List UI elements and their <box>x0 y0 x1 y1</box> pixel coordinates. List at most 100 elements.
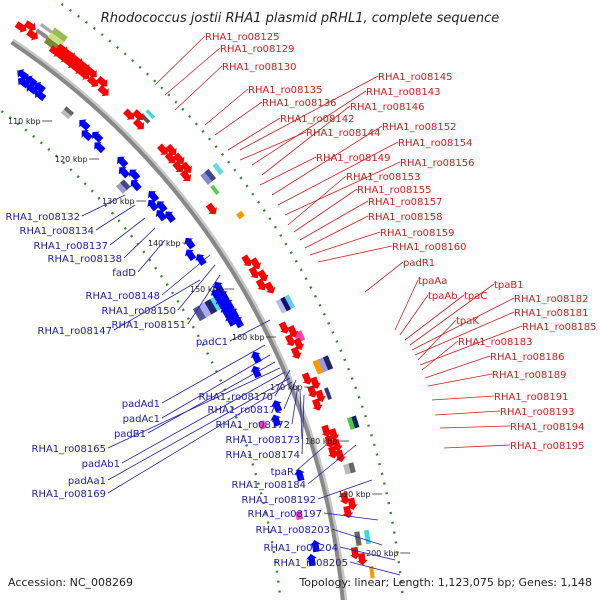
forward-gene-arrow <box>132 109 144 121</box>
leader-line <box>123 227 156 259</box>
reverse-gene-arrow <box>306 553 317 567</box>
leader-line <box>434 410 501 416</box>
gene-label: RHA1_ro08205 <box>274 558 349 569</box>
leader-line <box>81 194 126 217</box>
reverse-gene-arrow <box>92 131 104 143</box>
forward-gene-arrow <box>86 75 99 88</box>
gene-label: RHA1_ro08135 <box>248 85 323 96</box>
feature-block-segment <box>317 357 329 373</box>
feature-block-segment <box>212 162 224 176</box>
leader-line <box>121 371 286 464</box>
forward-gene-arrow <box>172 160 184 173</box>
leader-line <box>271 125 383 196</box>
forward-gene-arrow <box>287 325 299 338</box>
feature-block <box>236 210 245 220</box>
reverse-gene-arrow <box>225 314 237 327</box>
leader-line <box>137 239 166 273</box>
gene-label: RHA1_ro08182 <box>514 294 589 305</box>
forward-gene-arrow <box>63 49 76 61</box>
forward-gene-arrow <box>339 491 351 505</box>
feature-block-segment <box>116 182 127 194</box>
feature-block-segment <box>63 106 74 117</box>
leader-line <box>349 561 401 576</box>
leader-line <box>154 35 206 86</box>
forward-gene-arrow <box>328 446 339 459</box>
inner-dotted-ring <box>0 108 283 605</box>
kbp-tick-label: 110 kbp <box>8 117 41 126</box>
gene-label: RHA1_ro08172 <box>216 420 291 431</box>
leader-line <box>339 546 396 561</box>
feature-block-segment <box>295 511 304 521</box>
forward-gene-arrow <box>26 29 38 41</box>
gene-label: RHA1_ro08152 <box>382 122 457 133</box>
forward-gene-arrow <box>324 435 336 448</box>
forward-gene-arrow <box>14 21 27 33</box>
forward-gene-arrow <box>250 257 262 270</box>
gene-label: RHA1_ro08186 <box>490 352 565 363</box>
forward-gene-arrow <box>70 54 83 67</box>
gene-label: RHA1_ro08149 <box>316 153 391 164</box>
forward-gene-arrow <box>255 278 267 291</box>
leader-line <box>417 319 457 361</box>
leader-line <box>299 200 369 241</box>
forward-gene-arrow <box>356 552 368 566</box>
forward-gene-arrow <box>264 281 276 294</box>
feature-block <box>60 106 74 120</box>
leader-line <box>331 528 383 546</box>
reverse-gene-arrow <box>156 201 168 213</box>
gene-label: RHA1_ro08204 <box>264 543 339 554</box>
feature-block-segment <box>346 416 356 430</box>
forward-gene-arrow <box>132 118 145 130</box>
forward-gene-arrow <box>70 62 83 74</box>
gene-label: RHA1_ro08132 <box>6 212 81 223</box>
gene-label: fadD <box>112 268 136 279</box>
gene-label: padAb1 <box>82 459 120 470</box>
gene-label: RHA1_ro08158 <box>368 212 443 223</box>
leader-line <box>414 311 515 356</box>
reverse-gene-arrow <box>232 316 244 329</box>
leader-line <box>229 319 271 342</box>
gene-label: tpaAa <box>418 276 447 287</box>
feature-block-segment <box>204 168 217 182</box>
forward-gene-arrow <box>23 20 36 32</box>
leader-line <box>251 90 367 166</box>
gene-label: tpaAb <box>428 291 458 302</box>
reverse-gene-arrow <box>118 167 131 179</box>
gene-label: RHA1_ro08171 <box>208 405 283 416</box>
feature-block-segment <box>43 37 61 52</box>
feature-block <box>295 511 304 521</box>
leader-line <box>304 215 369 249</box>
leader-line <box>364 261 404 293</box>
gene-label: RHA1_ro08170 <box>199 392 274 403</box>
leader-line <box>239 75 379 151</box>
leader-line <box>161 354 271 419</box>
reverse-gene-arrow <box>250 365 262 379</box>
leader-line <box>419 325 523 366</box>
leader-line <box>317 479 373 500</box>
feature-block <box>116 179 131 194</box>
gene-label: RHA1_ro08165 <box>32 444 107 455</box>
gene-label: RHA1_ro08159 <box>380 228 455 239</box>
gene-label: RHA1_ro08125 <box>205 32 280 43</box>
forward-gene-arrow <box>290 346 302 359</box>
feature-block-segment <box>258 420 267 430</box>
feature-block-segment <box>51 27 68 43</box>
gene-label: RHA1_ro08142 <box>280 114 355 125</box>
forward-gene-arrow <box>248 266 260 279</box>
gene-label: RHA1_ro08147 <box>38 326 113 337</box>
gene-label: RHA1_ro08137 <box>34 241 109 252</box>
kbp-tick-label: 200 kbp <box>366 549 399 558</box>
forward-gene-arrow <box>257 269 269 282</box>
gene-label: RHA1_ro08129 <box>220 44 295 55</box>
feature-block-segment <box>209 184 220 196</box>
leader-line <box>287 175 347 226</box>
leader-line <box>291 384 299 425</box>
kbp-tick-label: 160 kbp <box>232 333 265 342</box>
reverse-gene-arrow <box>117 156 129 168</box>
forward-gene-arrow <box>77 68 90 80</box>
feature-block <box>200 162 224 185</box>
feature-block <box>364 566 375 580</box>
feature-block-segment <box>60 109 72 120</box>
feature-block-segment <box>322 355 334 371</box>
